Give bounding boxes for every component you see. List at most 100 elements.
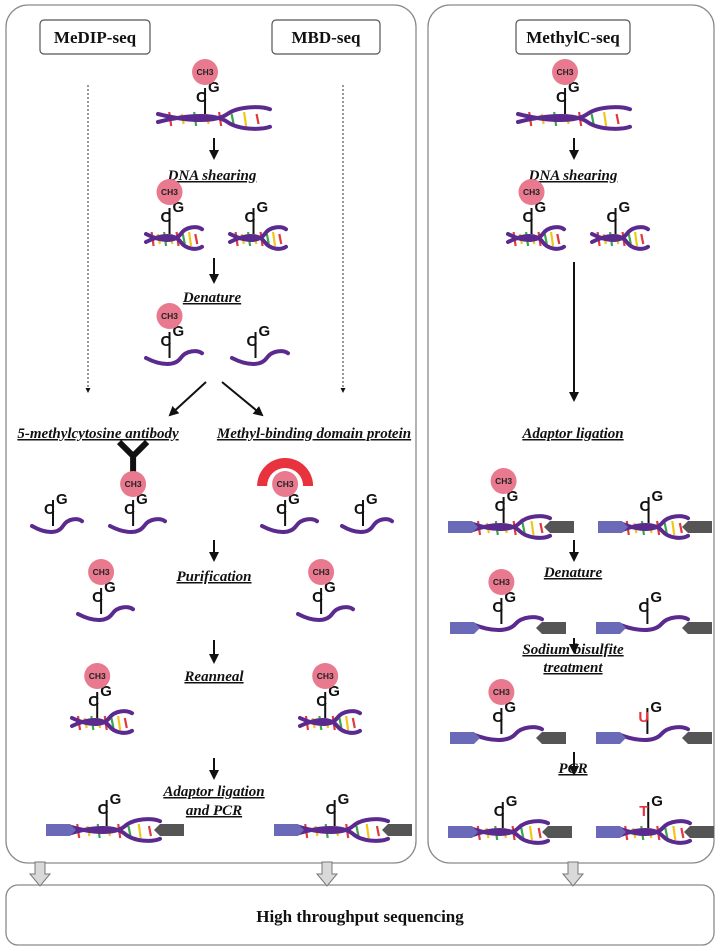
base-pair-rung: [355, 825, 360, 837]
base-pair-rung: [590, 113, 595, 125]
base-pair-rung: [242, 111, 248, 127]
dna-strand-upper: [468, 514, 552, 531]
adaptor-left: [448, 826, 478, 838]
base-pair-rung: [537, 827, 542, 839]
ch3-circle: [192, 59, 219, 85]
ch3-circle: [488, 569, 515, 595]
base-pair-rung: [187, 231, 193, 247]
cytosine-label: C: [354, 501, 365, 518]
ch3-label: CH3: [317, 671, 334, 681]
base-pair-rung: [543, 233, 548, 245]
step-denature-right: Denature: [543, 565, 603, 581]
sequencing-panel: [5, 884, 715, 946]
base-pair-rung: [627, 233, 632, 245]
ch3-circle: [490, 468, 517, 494]
cytosine-label: C: [316, 693, 327, 710]
dna-unbound-a: CG: [30, 491, 84, 534]
guanine-label: G: [507, 488, 519, 505]
dna-strand-upper: [70, 709, 134, 726]
adaptor-right: [544, 521, 574, 533]
base-pair-rung: [530, 520, 535, 536]
guanine-label: G: [136, 491, 148, 508]
ch3-circle: [120, 471, 147, 497]
guanine-label: G: [506, 793, 518, 810]
ch3-label: CH3: [523, 187, 540, 197]
guanine-label: G: [173, 323, 185, 340]
cytosine-label: C: [92, 589, 103, 606]
guanine-label: G: [259, 323, 271, 340]
dna-pcr-methyl: CG: [448, 793, 572, 845]
ch3-circle: [312, 663, 339, 689]
guanine-label: G: [100, 683, 112, 700]
dna-adaptor-plain-right: CG: [598, 488, 712, 540]
adaptor-right: [536, 622, 566, 634]
down-arrow-medip: [28, 861, 52, 887]
down-arrow-mbd: [315, 861, 339, 887]
medip-header-box: [39, 19, 151, 55]
guanine-label: G: [535, 199, 547, 216]
guanine-label: G: [504, 589, 516, 606]
cytosine-label: C: [494, 803, 505, 820]
step-adaptor-ligation-right: Adaptor ligation: [521, 426, 623, 442]
step-antibody: 5-methylcytosine antibody: [17, 426, 179, 442]
ch3-label: CH3: [557, 67, 574, 77]
mbd-header-box: [271, 19, 381, 55]
guanine-label: G: [650, 589, 662, 606]
guanine-label: G: [651, 793, 663, 810]
step-mbd-protein: Methyl-binding domain protein: [216, 426, 411, 442]
base-pair-rung: [117, 715, 122, 731]
base-pair-rung: [678, 522, 683, 534]
dna-strand-upper: [470, 615, 544, 632]
step-bisulfite-2: treatment: [543, 660, 603, 676]
adaptor-left: [596, 826, 626, 838]
step-dna-shearing-right: DNA shearing: [528, 168, 618, 184]
guanine-label: G: [619, 199, 631, 216]
cytosine-label: C: [247, 333, 258, 350]
dna-strand-upper: [156, 105, 272, 122]
cytosine-label: C: [98, 801, 109, 818]
dna-adaptor-mbd: CG: [274, 791, 412, 843]
base-pair-rung: [365, 823, 370, 839]
base-pair-rung: [640, 233, 645, 245]
left-panel: [5, 4, 417, 864]
dna-strand-upper: [468, 819, 550, 836]
guanine-label: G: [110, 791, 122, 808]
dna-single-plain-left: CG: [230, 323, 290, 366]
adaptor-right: [382, 824, 412, 836]
cytosine-label: C: [312, 589, 323, 606]
base-pair-rung: [265, 233, 270, 245]
ch3-label: CH3: [313, 567, 330, 577]
dna-strand-upper: [144, 225, 204, 242]
cytosine-label: C: [161, 209, 172, 226]
adaptor-left: [596, 622, 626, 634]
base-pair-rung: [663, 522, 668, 534]
adaptor-left: [46, 824, 76, 836]
guanine-label: G: [504, 699, 516, 716]
dna-strand-upper: [294, 817, 390, 834]
ch3-label: CH3: [125, 479, 142, 489]
cytosine-label: C: [276, 501, 287, 518]
cytosine-label: C: [88, 693, 99, 710]
base-pair-rung: [664, 827, 669, 839]
adaptor-right: [682, 732, 712, 744]
ch3-circle: [552, 59, 579, 85]
mbd-protein-shape: [257, 458, 314, 486]
step-adaptor-ligation-left-2: and PCR: [186, 803, 242, 819]
guanine-label: G: [288, 491, 300, 508]
dna-pcr-thymine: TG: [596, 793, 714, 845]
guanine-label: G: [56, 491, 68, 508]
dna-strand-upper: [260, 517, 319, 534]
ch3-circle: [488, 679, 515, 705]
antibody-icon: [116, 439, 150, 472]
dna-strand-upper: [340, 517, 394, 534]
cytosine-label: C: [245, 209, 256, 226]
cytosine-label: C: [607, 209, 618, 226]
